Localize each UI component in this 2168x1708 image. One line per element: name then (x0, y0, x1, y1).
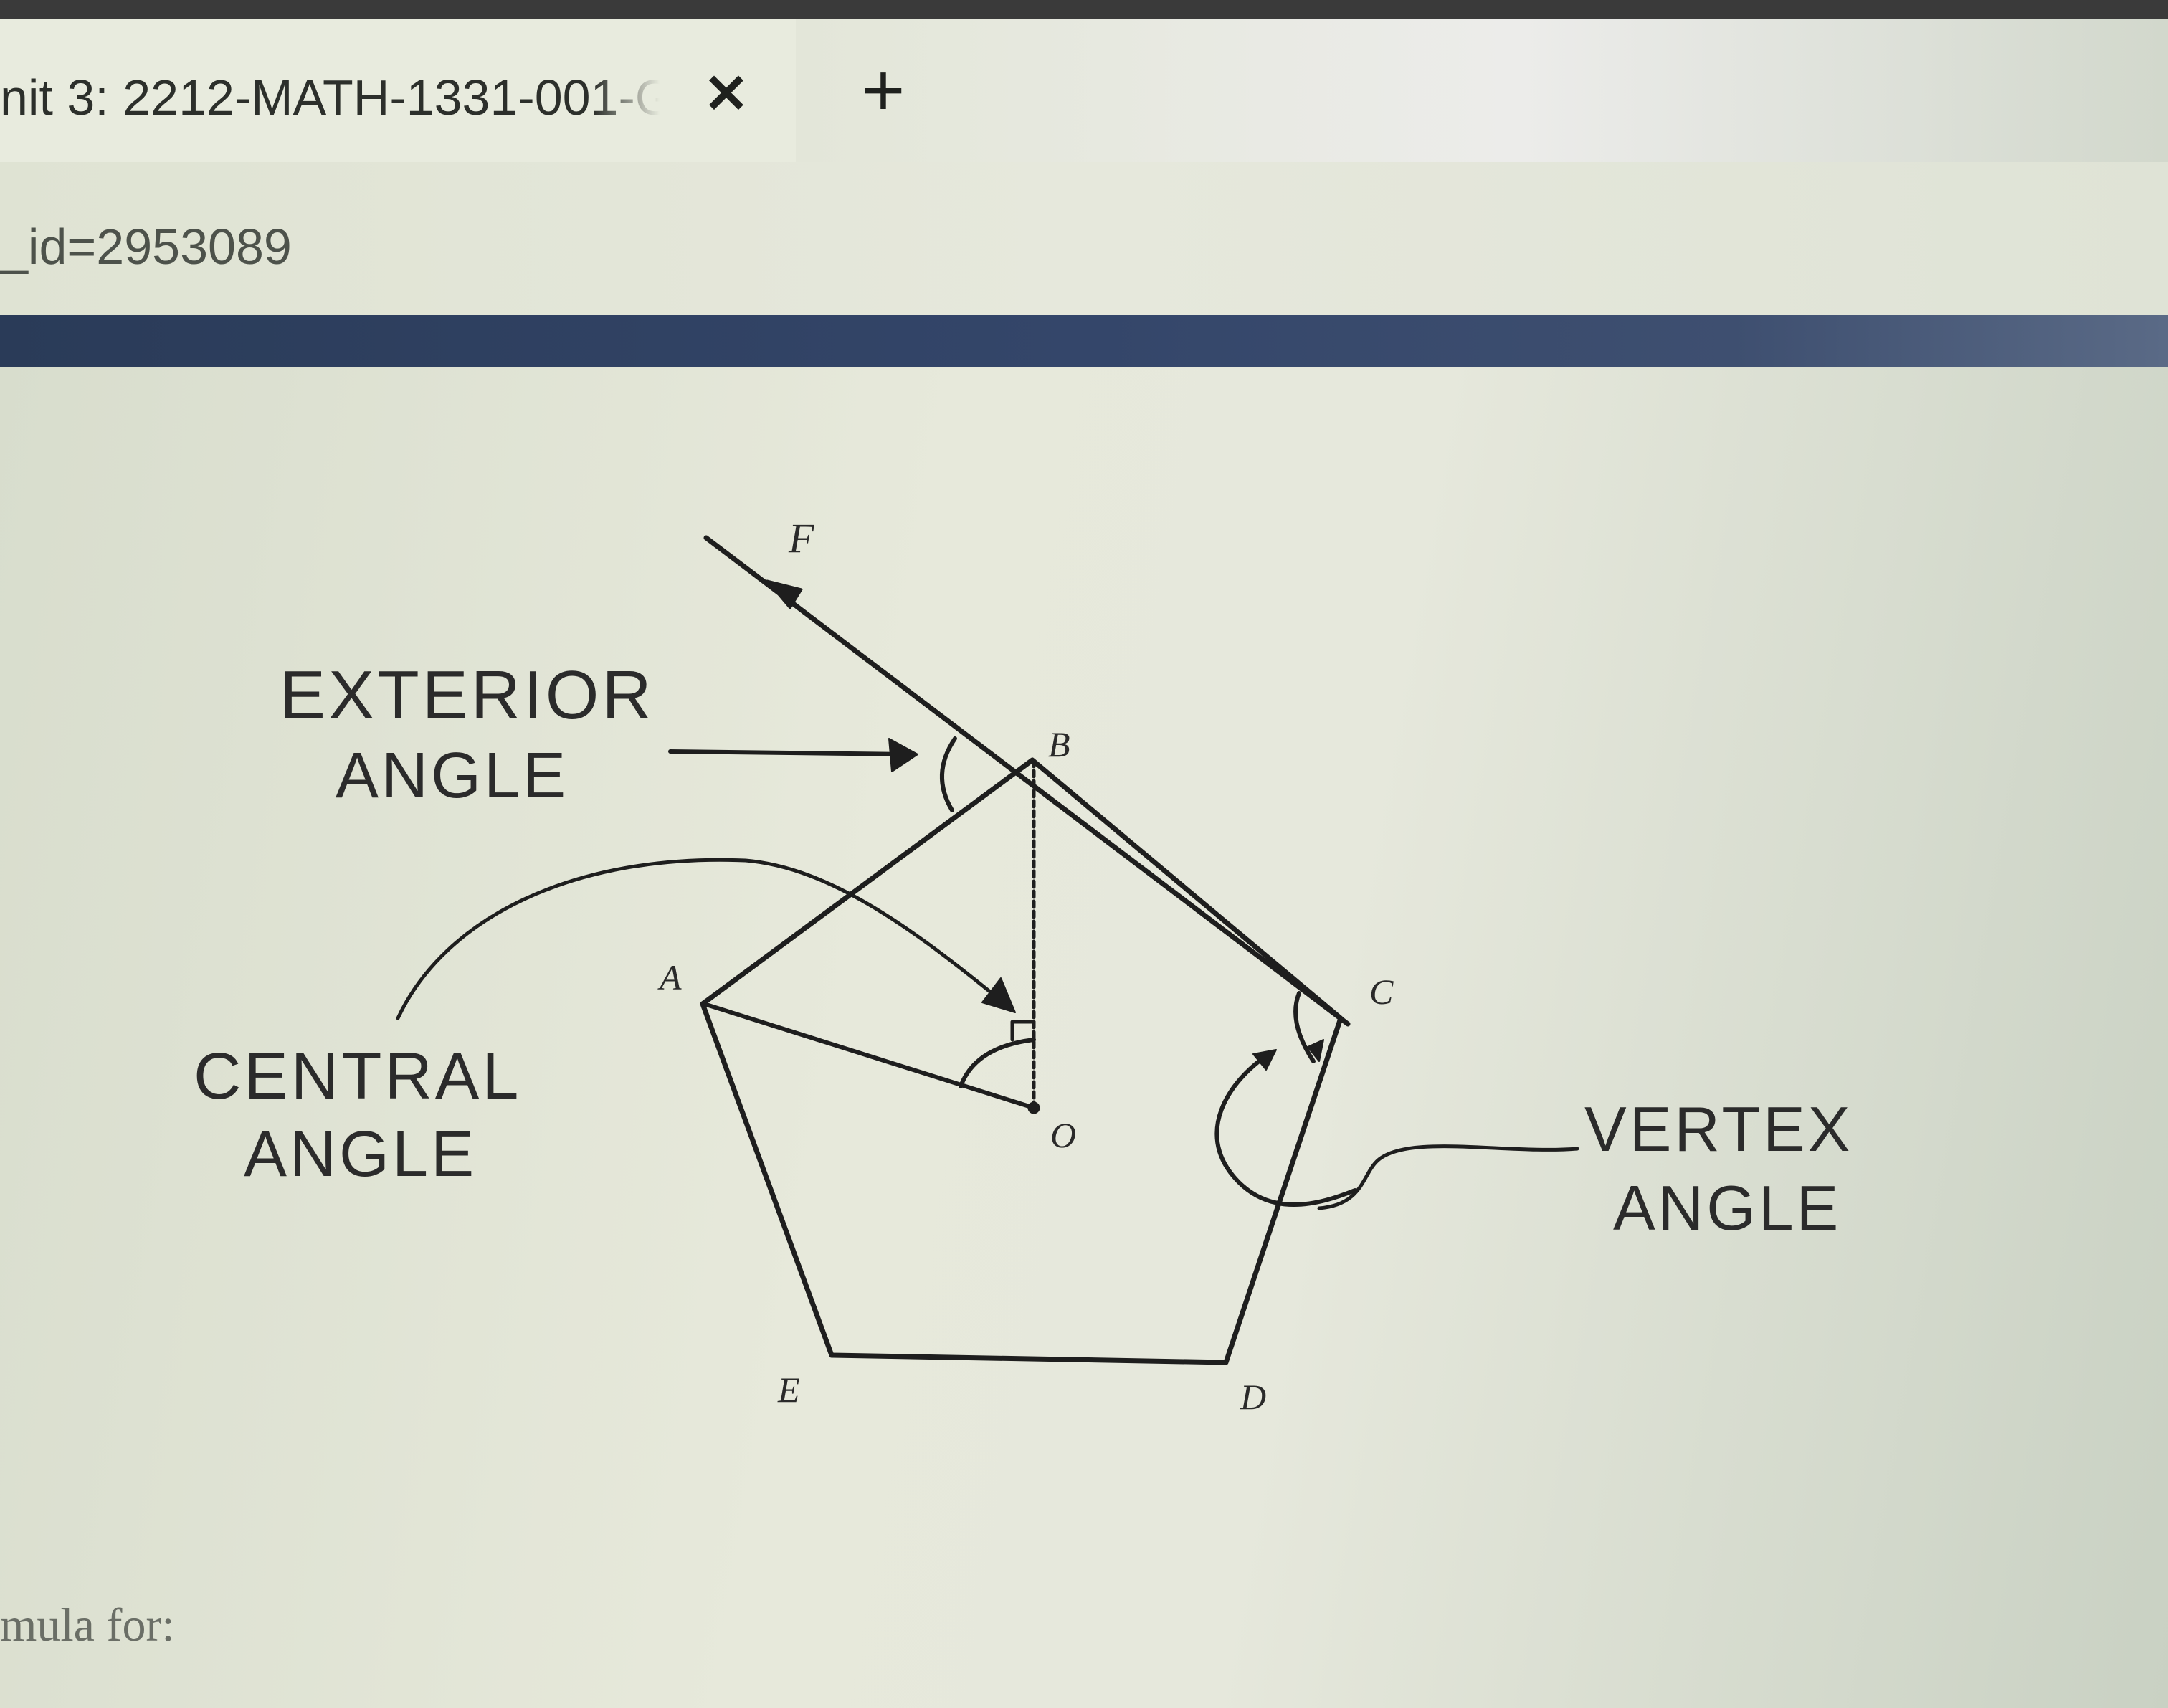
vertex-angle-label-line1: VERTEX (1584, 1093, 1853, 1164)
central-arrowhead (981, 977, 1016, 1013)
pentagon-angle-diagram: F B A C O E D EXTERIOR ANGLE CENTRAL ANG… (194, 515, 1853, 1417)
page-content (0, 367, 2168, 1708)
formula-prompt-text: mula for: (0, 1599, 175, 1651)
browser-tab-title[interactable]: nit 3: 2212-MATH-1331-001-GE (0, 70, 660, 125)
central-angle-arrow (396, 858, 1012, 1020)
extended-side-line (703, 535, 1351, 1027)
center-dot (1027, 1101, 1040, 1114)
label-f: F (788, 515, 814, 561)
address-bar[interactable] (0, 162, 2168, 327)
central-angle-label-line1: CENTRAL (194, 1040, 521, 1113)
exterior-angle-label-line1: EXTERIOR (280, 657, 655, 734)
f-arrowhead (766, 579, 803, 609)
exterior-angle-label-line2: ANGLE (336, 740, 569, 812)
exterior-arrowhead (888, 738, 918, 772)
exterior-angle-arc (939, 736, 957, 812)
vertex-angle-arc-small (1293, 991, 1316, 1063)
monitor-bezel (0, 0, 2168, 19)
label-b: B (1048, 724, 1070, 764)
right-angle-tick (1010, 1020, 1036, 1042)
label-c: C (1369, 972, 1394, 1012)
address-url-text[interactable]: _id=2953089 (0, 219, 292, 275)
label-e: E (777, 1370, 800, 1410)
label-a: A (657, 957, 682, 997)
vertex-angle-leader (1317, 1144, 1579, 1210)
vertex-angle-arrowhead (1307, 1039, 1324, 1062)
new-tab-icon[interactable]: + (861, 49, 905, 132)
central-angle-label-line2: ANGLE (244, 1119, 477, 1190)
tab-close-icon[interactable]: ✕ (703, 64, 749, 125)
pentagon-shape (700, 757, 1344, 1365)
vertex-angle-curl-arrowhead (1252, 1049, 1277, 1071)
radius-oa (702, 1002, 1036, 1110)
central-angle-arc (959, 1038, 1036, 1088)
label-o: O (1050, 1115, 1076, 1155)
vertex-angle-curl (1214, 1052, 1357, 1207)
exterior-angle-arrow (668, 749, 911, 756)
vertex-angle-label-line2: ANGLE (1613, 1172, 1841, 1243)
page-header-band (0, 315, 2168, 367)
label-d: D (1240, 1377, 1266, 1417)
browser-tab-active[interactable] (0, 19, 796, 162)
